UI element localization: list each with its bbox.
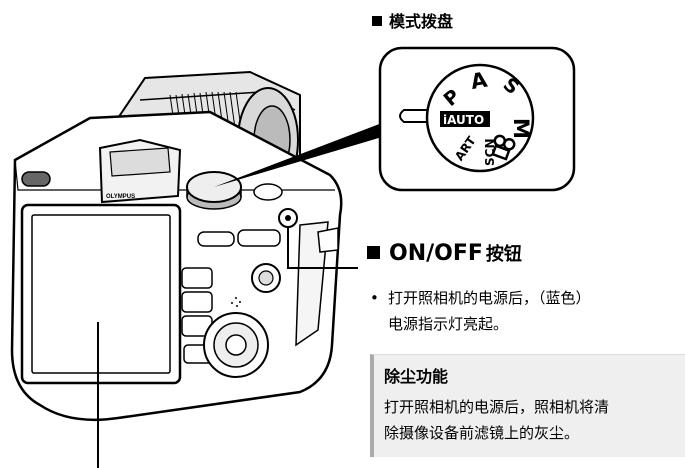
dust-reduction-title: 除尘功能 [384, 367, 449, 386]
onoff-title-main: ON/OFF [389, 241, 483, 266]
onoff-note-line1: 打开照相机的电源后，（蓝色） [388, 289, 591, 307]
mode-label-iauto: iAUTO [443, 113, 484, 127]
dust-line2: 除摄像设备前滤镜上的灰尘。 [384, 424, 580, 442]
dust-reduction-body: 打开照相机的电源后，照相机将清 除摄像设备前滤镜上的灰尘。 [384, 394, 684, 446]
mode-dial-title: 模式拨盘 [389, 12, 454, 31]
rear-controls [181, 221, 339, 378]
mode-label-a: A [469, 67, 490, 94]
square-bullet-icon [367, 246, 380, 259]
lcd-monitor [20, 203, 182, 385]
mode-label-m: M [509, 118, 533, 139]
square-bullet-icon [372, 16, 382, 26]
onoff-title-suffix: 按钮 [485, 244, 522, 265]
dust-line1: 打开照相机的电源后，照相机将清 [384, 398, 610, 416]
onoff-leader-line [287, 228, 358, 269]
onoff-note-line2: 电源指示灯亮起。 [388, 315, 509, 333]
mode-dial-callout: P A S M iAUTO ART SCN [214, 46, 576, 192]
bullet-dot: • [370, 289, 379, 307]
onoff-note: • 打开照相机的电源后，（蓝色） 电源指示灯亮起。 [370, 285, 670, 337]
mode-label-scn: SCN [483, 139, 497, 167]
brand-logo: OLYMPUS [106, 194, 135, 200]
movie-icon [491, 134, 516, 161]
mode-dial-heading: 模式拨盘 [372, 8, 453, 32]
dust-reduction-box: 除尘功能 打开照相机的电源后，照相机将清 除摄像设备前滤镜上的灰尘。 [370, 354, 685, 457]
